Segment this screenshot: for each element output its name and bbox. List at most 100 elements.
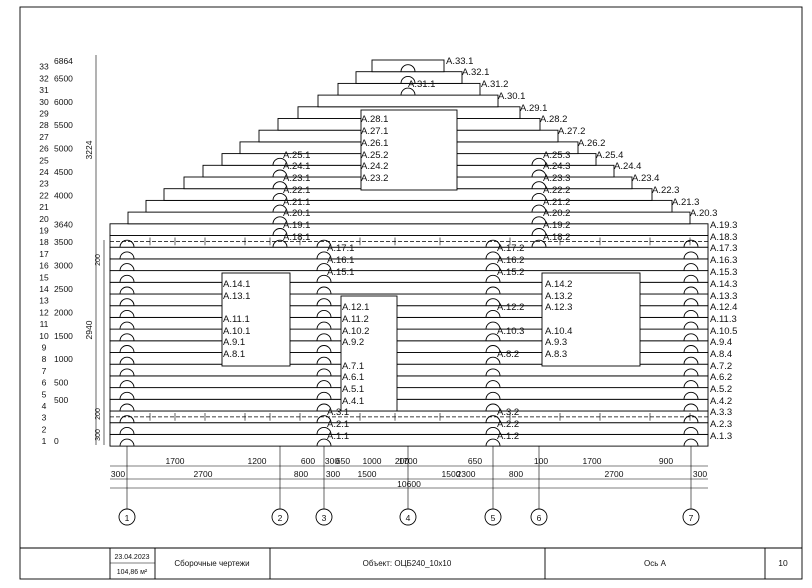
notch-arc [485, 403, 501, 412]
height-mark: 1000 [54, 354, 73, 364]
notch-arc [316, 321, 332, 330]
log-label: A.21.2 [543, 197, 570, 208]
height-mark: 4500 [54, 167, 73, 177]
wall-log [109, 258, 709, 272]
log-label: A.25.4 [596, 150, 623, 161]
axis-label: 1 [125, 513, 130, 523]
elevation: 1234567891011121314151617181920212223242… [39, 55, 737, 526]
notch-arc [316, 286, 332, 295]
gable-log [163, 188, 653, 201]
log-label: A.25.2 [361, 150, 388, 161]
log-label: A.29.1 [520, 103, 547, 114]
gable-log [109, 223, 709, 236]
notch-arc [316, 403, 332, 412]
dim-value: 650 [468, 456, 482, 466]
opening-frame [360, 109, 458, 191]
axis-label: 4 [406, 513, 411, 523]
height-mark: 3500 [54, 237, 73, 247]
notch-arc [272, 157, 288, 166]
row-number: 7 [42, 366, 47, 376]
row-number: 29 [39, 109, 49, 119]
notch-arc [683, 403, 699, 412]
notch-arc [531, 169, 547, 178]
dim-value: 1500 [358, 469, 377, 479]
log-label: A.10.3 [497, 326, 524, 337]
notch-arc [119, 251, 135, 259]
log-label: A.22.1 [283, 185, 310, 196]
notch-arc [485, 356, 501, 365]
notch-arc [119, 345, 135, 353]
log-label: A.23.1 [283, 173, 310, 184]
log-label: A.23.4 [632, 173, 659, 184]
log-label: A.13.3 [710, 291, 737, 302]
notch-arc [485, 333, 501, 341]
dim-value: 900 [659, 456, 673, 466]
dim-value: 100 [534, 456, 548, 466]
wall-log [109, 246, 709, 260]
notch-arc [400, 64, 416, 72]
axis-bubble [530, 508, 548, 526]
notch-arc [272, 192, 288, 201]
notch-arc [272, 169, 288, 178]
notch-arc [683, 298, 699, 306]
log-label: A.11.1 [223, 314, 250, 325]
opening-frame [221, 272, 291, 367]
log-label: A.10.5 [710, 326, 737, 337]
height-mark: 1500 [54, 331, 73, 341]
dim-2940: 2940 [84, 320, 94, 339]
height-mark: 6864 [54, 56, 73, 66]
log-label: A.24.1 [283, 161, 310, 172]
log-label: A.15.1 [327, 267, 354, 278]
log-label: A.10.1 [223, 326, 250, 337]
log-label: A.16.1 [327, 255, 354, 266]
axis-bubble [399, 508, 417, 526]
notch-arc [531, 216, 547, 224]
log-label: A.3.3 [710, 407, 732, 418]
row-number: 6 [42, 378, 47, 388]
notch-arc [119, 286, 135, 295]
log-label: A.14.3 [710, 279, 737, 290]
sheet-frame [19, 6, 803, 580]
row-number: 20 [39, 214, 49, 224]
opening-frame [340, 295, 398, 412]
log-label: A.9.2 [342, 337, 364, 348]
log-label: A.8.2 [497, 349, 519, 360]
notch-arc [316, 309, 332, 318]
notch-arc [683, 263, 699, 271]
gable-log [109, 235, 709, 248]
log-label: A.24.3 [543, 161, 570, 172]
log-label: A.17.3 [710, 243, 737, 254]
log-label: A.1.1 [327, 431, 349, 442]
notch-arc [531, 204, 547, 213]
notch-arc [683, 309, 699, 318]
row-number: 10 [39, 331, 49, 341]
dim-value: 600 [301, 456, 315, 466]
dim-value: 2700 [605, 469, 624, 479]
log-label: A.2.1 [327, 419, 349, 430]
notch-arc [485, 415, 501, 423]
notch-arc [272, 239, 288, 248]
notch-arc [485, 239, 501, 248]
notch-arc [119, 426, 135, 435]
notch-arc [683, 438, 699, 447]
log-label: A.9.1 [223, 337, 245, 348]
notch-arc [531, 192, 547, 201]
log-label: A.23.2 [361, 173, 388, 184]
log-label: A.28.1 [361, 114, 388, 125]
axis-bubble [682, 508, 700, 526]
notch-arc [531, 157, 547, 166]
dim-value: 650 [336, 456, 350, 466]
log-label: A.8.1 [223, 349, 245, 360]
log-label: A.11.2 [342, 314, 369, 325]
wall-log [109, 433, 709, 447]
log-label: A.20.1 [283, 208, 310, 219]
log-label: A.8.3 [545, 349, 567, 360]
log-label: A.21.1 [283, 197, 310, 208]
height-mark: 2500 [54, 284, 73, 294]
row-number: 5 [42, 389, 47, 399]
log-label: A.12.4 [710, 302, 737, 313]
notch-arc [316, 239, 332, 248]
dim-total: 10600 [397, 479, 421, 489]
height-mark: 3640 [54, 220, 73, 230]
row-number: 3 [42, 413, 47, 423]
